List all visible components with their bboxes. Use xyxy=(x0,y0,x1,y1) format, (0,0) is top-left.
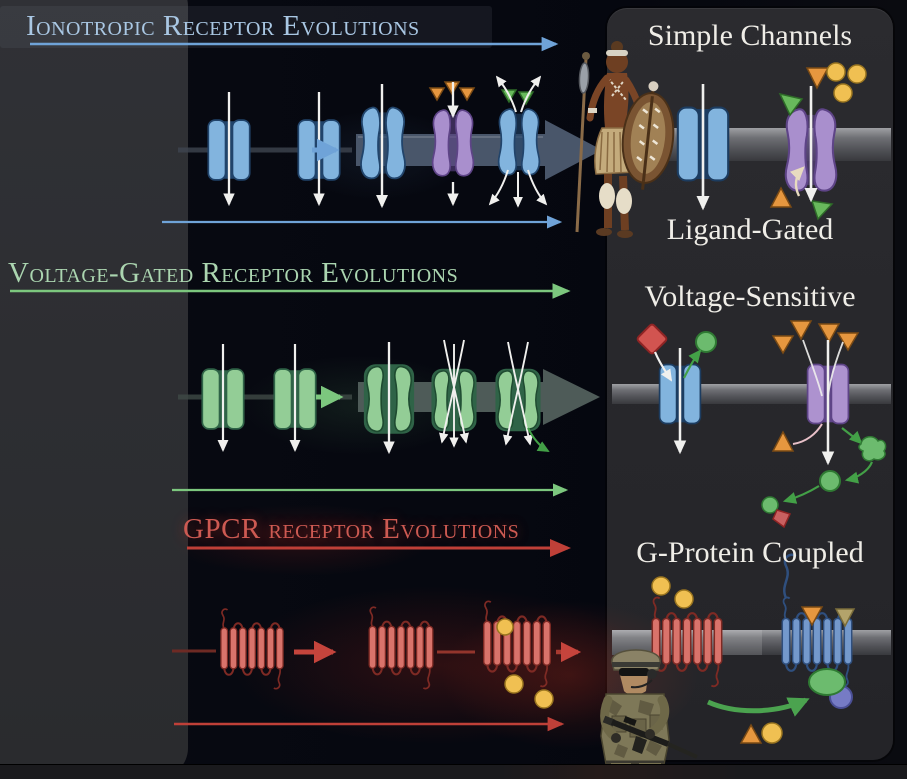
complex-channel-purple xyxy=(432,110,474,176)
green-messenger xyxy=(819,470,841,492)
ligand-gated-heading: Ligand-Gated xyxy=(666,213,834,246)
ligand-triangle-orange xyxy=(800,606,824,627)
voltage-row xyxy=(10,283,600,497)
ligand-triangle-olive xyxy=(834,608,856,628)
activation-arrow xyxy=(706,697,810,717)
goggle-strap xyxy=(612,662,660,667)
ligand-triangle-orange xyxy=(739,723,763,744)
ionotropic-row xyxy=(30,36,602,229)
left-background-panel xyxy=(0,0,188,778)
rifle-body xyxy=(610,719,670,747)
gpcr-row xyxy=(172,539,582,732)
ligand-triangles-orange xyxy=(771,320,860,452)
ligand-circle-yellow xyxy=(761,722,783,744)
right-panel-graphics xyxy=(612,62,891,744)
rifle-barrel xyxy=(667,742,698,759)
warrior-torso xyxy=(603,73,629,128)
armband xyxy=(588,108,597,113)
fur-anklet xyxy=(599,183,615,209)
ionotropic-title: Ionotropic Receptor Evolutions xyxy=(26,10,420,42)
ligand-circle-green xyxy=(695,331,717,353)
soldier-figure xyxy=(600,649,698,779)
ligand-in-arrow xyxy=(653,351,673,382)
foot xyxy=(596,228,612,236)
membrane-band-arrow xyxy=(356,120,602,180)
gpcr-receptor-1 xyxy=(220,609,284,689)
glove xyxy=(645,729,655,739)
gated-flow-arrows xyxy=(439,339,533,448)
green-messenger-small xyxy=(761,496,779,514)
mic-boom xyxy=(630,679,653,689)
simple-channels-heading: Simple Channels xyxy=(647,19,853,52)
signal-arrow xyxy=(782,485,820,504)
warrior-arm-left xyxy=(586,74,611,122)
voltage-sensitive-heading: Voltage-Sensitive xyxy=(644,280,856,313)
ligands xyxy=(769,62,867,221)
soldier-face xyxy=(620,675,648,695)
fur-anklet xyxy=(616,188,632,214)
pink-curve xyxy=(792,423,823,445)
warrior-head xyxy=(606,51,628,73)
small-green-arrow xyxy=(527,427,550,452)
red-effector xyxy=(772,509,792,529)
ligand-diamond-red xyxy=(636,323,668,355)
signal-arrow xyxy=(844,461,874,484)
bead-necklace xyxy=(607,77,627,101)
spear-blade xyxy=(578,62,590,94)
conformation-arrow xyxy=(789,166,805,197)
gpcr-red-modern xyxy=(652,597,722,687)
g-protein-coupled-heading: G-Protein Coupled xyxy=(636,536,864,569)
g-protein-alpha xyxy=(808,668,846,696)
complex-channel-blue-ligand xyxy=(498,109,540,175)
rifle-magazine xyxy=(632,736,647,754)
headband xyxy=(606,50,628,56)
warrior-shield xyxy=(621,81,675,190)
camo-patches xyxy=(606,698,662,758)
voltage-channel-3 xyxy=(495,368,541,432)
sunglasses xyxy=(619,668,649,676)
ligand-out-arrow xyxy=(683,349,702,379)
spear-knob xyxy=(582,52,590,60)
headset xyxy=(647,669,657,679)
voltage-title: Voltage-Gated Receptor Evolutions xyxy=(8,257,459,289)
gpcr-receptor-2 xyxy=(369,607,433,689)
soldier-arm xyxy=(647,695,670,737)
modulated-flow-arrows xyxy=(488,75,548,208)
zulu-warrior-figure xyxy=(575,41,675,238)
ligand-circles-yellow xyxy=(496,618,554,709)
title-highlight-strip xyxy=(0,6,492,48)
n-terminus-squiggle xyxy=(783,553,797,599)
skirt-strands xyxy=(599,131,634,173)
foot xyxy=(617,230,633,238)
gpcr-title: GPCR receptor Evolutions xyxy=(183,513,520,545)
rifle-scope xyxy=(623,716,637,726)
signal-arrow xyxy=(841,427,863,445)
gpcr-receptor-3 xyxy=(483,601,551,687)
glove xyxy=(611,733,621,743)
green-blob xyxy=(858,436,887,462)
bottom-bar xyxy=(0,764,907,779)
ligand-circles-yellow xyxy=(651,576,694,609)
